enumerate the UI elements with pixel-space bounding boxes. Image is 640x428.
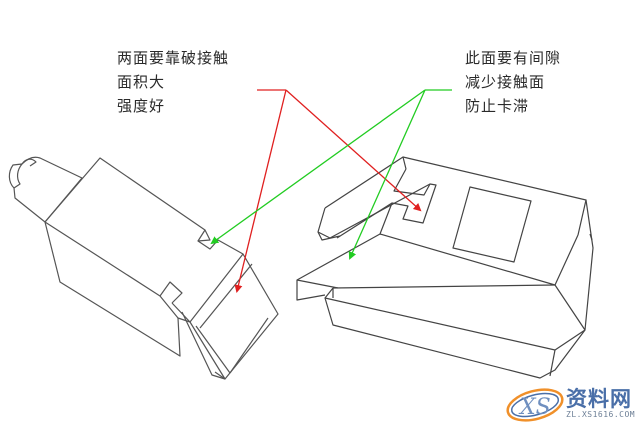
red-arrow-right — [285, 89, 422, 212]
annotation-left-line-2: 面积大 — [117, 73, 166, 91]
green-arrow-left — [210, 89, 426, 245]
green-callout-arrows — [210, 89, 452, 260]
annotation-right-line-1: 此面要有间隙 — [465, 49, 562, 67]
annotation-right-line-2: 减少接触面 — [465, 73, 546, 91]
green-arrow-right — [348, 89, 426, 260]
annotation-right: 此面要有间隙 减少接触面 防止卡滞 — [465, 46, 561, 118]
red-callout-arrows — [234, 89, 422, 293]
annotation-right-line-3: 防止卡滞 — [465, 97, 530, 115]
red-arrow-left — [234, 89, 287, 293]
watermark: 资料网 ZL.XS1616.COM — [508, 383, 638, 425]
watermark-logo-icon: XS — [506, 388, 564, 422]
left-part — [8, 156, 279, 380]
annotation-left-line-1: 两面要靠破接触 — [117, 49, 230, 67]
annotation-left-line-3: 强度好 — [117, 97, 166, 115]
watermark-logo-text: XS — [518, 395, 551, 420]
annotation-left: 两面要靠破接触 面积大 强度好 — [117, 46, 229, 118]
watermark-name: 资料网 — [566, 387, 632, 411]
right-part — [296, 156, 594, 379]
watermark-url: ZL.XS1616.COM — [566, 410, 636, 419]
